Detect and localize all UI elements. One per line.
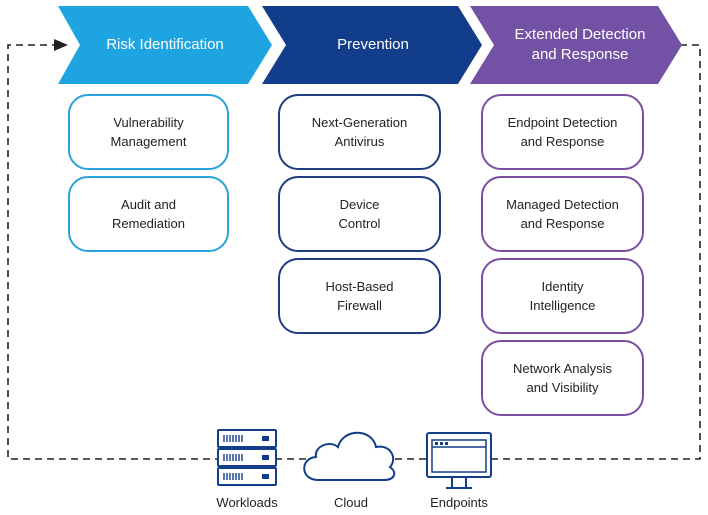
chevron-prevention [262, 6, 482, 84]
label-endpoints: Endpoints [430, 495, 488, 510]
cloud-icon [303, 431, 396, 481]
chevron-extended-detection [470, 6, 682, 84]
box-audit-remediation: Audit and Remediation [68, 176, 229, 252]
box-network-analysis-visibility: Network Analysis and Visibility [481, 340, 644, 416]
header-extended-detection-response: Extended Detection and Response [514, 26, 646, 63]
box-vulnerability-management: Vulnerability Management [68, 94, 229, 170]
monitor-icon [426, 432, 492, 489]
chevron-risk-identification [58, 6, 272, 84]
header-risk-identification: Risk Identification [106, 36, 224, 53]
header-prevention: Prevention [337, 36, 409, 53]
box-managed-detection-response: Managed Detection and Response [481, 176, 644, 252]
box-next-generation-antivirus: Next-Generation Antivirus [278, 94, 441, 170]
label-cloud: Cloud [334, 495, 368, 510]
box-host-based-firewall: Host-Based Firewall [278, 258, 441, 334]
loop-arrowhead-icon [54, 39, 68, 51]
box-device-control: Device Control [278, 176, 441, 252]
server-icon [217, 429, 277, 486]
box-endpoint-detection-response: Endpoint Detection and Response [481, 94, 644, 170]
box-identity-intelligence: Identity Intelligence [481, 258, 644, 334]
label-workloads: Workloads [216, 495, 278, 510]
